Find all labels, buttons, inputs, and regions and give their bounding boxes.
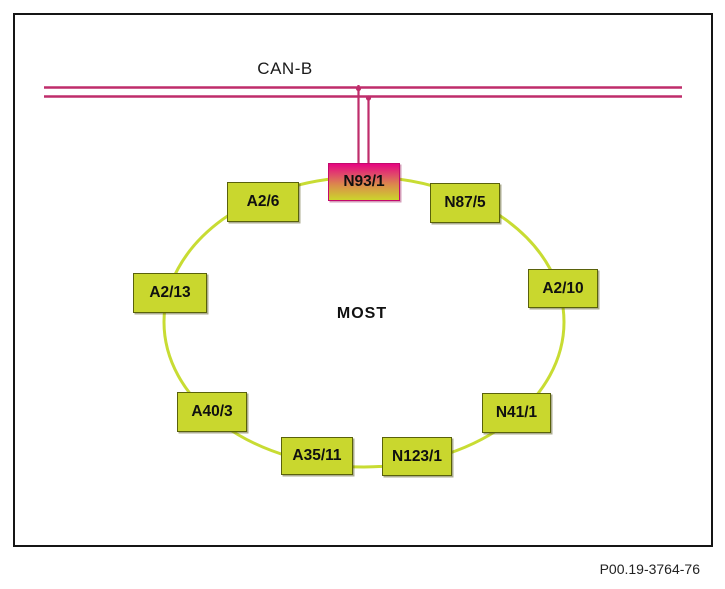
node-n123-1: N123/1	[382, 437, 452, 476]
most-ring-label: MOST	[336, 305, 388, 322]
node-n41-1: N41/1	[482, 393, 551, 433]
node-a35-11: A35/11	[281, 437, 353, 475]
node-a2-6: A2/6	[227, 182, 299, 222]
figure-code: P00.19-3764-76	[599, 561, 700, 577]
node-a40-3: A40/3	[177, 392, 247, 432]
node-a2-13: A2/13	[133, 273, 207, 313]
node-a2-10: A2/10	[528, 269, 598, 308]
node-n93-1-gateway: N93/1	[328, 163, 400, 201]
bus-junction-dot-lower	[365, 95, 372, 101]
can-b-bus-label: CAN-B	[257, 59, 313, 78]
diagram-frame	[13, 13, 713, 547]
bus-junction-dot-upper	[355, 85, 362, 92]
node-n87-5: N87/5	[430, 183, 500, 223]
